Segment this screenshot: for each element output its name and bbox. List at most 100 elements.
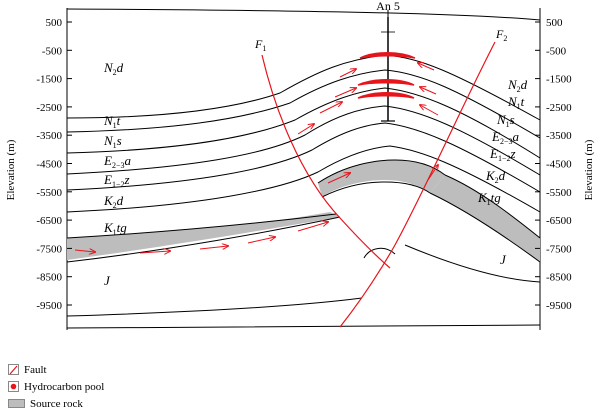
axis-tick-label: -2500 [546,102,572,114]
unit-label-subscript: 2 [113,201,117,210]
unit-label: K2d [485,168,506,185]
unit-label: J [104,273,111,288]
boundary-bottom [66,324,541,329]
unit-label-suffix: a [124,153,131,168]
axis-tick-label: -2500 [36,102,62,114]
unit-label: K1tg [477,190,501,207]
unit-label: K1tg [103,220,127,237]
axis-tick-label: -9500 [546,300,572,312]
unit-label-base: K [103,193,114,208]
migration-arrows [74,63,439,253]
unit-label-base: J [104,273,111,288]
unit-label-subscript: 1 [517,102,521,111]
unit-label-base: N [507,94,518,109]
migration-arrow [427,165,438,181]
axis-tick-label: -500 [546,45,567,57]
unit-label: N1t [507,94,525,111]
unit-label-base: E [489,146,498,161]
unit-label: E2−3a [491,129,519,146]
boundary-8 [66,216,341,263]
fault-legend-icon [8,363,19,375]
legend-fault-label: Fault [24,363,47,376]
right-axis-title: Elevation (m) [583,139,595,200]
boundary-7 [66,213,337,239]
unit-label-base: N [103,60,114,75]
fault-f1-label: F1 [254,37,266,53]
boundary-crest-inner [321,181,431,198]
hydrocarbon-pool-3 [357,92,415,99]
unit-label-base: N [103,113,114,128]
boundary-2 [66,69,541,139]
axis-tick-label: -3500 [546,130,572,142]
right-axis-ticks: 500 -500 -1500 -2500 -3500 -4500 -5500 -6500 -75… [535,17,572,312]
unit-label-base: K [477,190,488,205]
legend-pool: Hydrocarbon pool [8,378,104,395]
axis-tick-label: -1500 [36,74,62,86]
migration-arrow [420,105,439,116]
boundary-top [66,8,541,21]
unit-label-subscript: 1 [487,198,491,207]
source-rock-band-crest [318,160,445,197]
left-axis-ticks: 500-500-1500-2500-3500-4500-5500-6500-75… [36,17,72,312]
left-axis-title: Elevation (m) [5,139,17,200]
axis-tick-label: -6500 [546,215,572,227]
unit-label-subscript: 1 [113,141,117,150]
migration-arrow [297,124,314,135]
unit-label-subscript: 2 [495,176,499,185]
unit-label-subscript: 2 [113,68,117,77]
unit-label-base: K [103,220,114,235]
boundary-1 [66,54,541,121]
source-rock-legend-icon [8,398,25,408]
unit-label-suffix: d [117,193,124,208]
unit-label: N1s [496,112,515,129]
boundary-right-band-top [444,174,541,239]
unit-label-suffix: z [123,172,129,187]
unit-label-base: E [491,129,500,144]
axis-tick-label: -1500 [546,74,572,86]
unit-label-base: N [507,77,518,92]
migration-arrow [297,222,328,232]
axis-tick-label: -7500 [546,243,572,255]
unit-label-suffix: t [521,94,525,109]
migration-arrow [74,250,95,252]
unit-label-suffix: s [510,112,515,127]
fault-f2-letter: F [495,27,504,41]
unit-label: N2d [507,77,528,94]
unit-label-base: N [496,112,507,127]
migration-arrow [334,88,356,98]
boundary-5 [66,122,541,193]
well-label: An 5 [376,0,400,13]
legend-fault: Fault [8,361,104,378]
boundary-6 [66,145,541,213]
unit-label-subscript: 1 [506,120,510,129]
legend-source-label: Source rock [30,397,83,410]
axis-tick-label: -4500 [546,159,572,171]
unit-label-suffix: d [521,77,528,92]
axis-tick-label: -8500 [36,272,62,284]
unit-label-base: K [485,168,496,183]
axis-tick-label: -6500 [36,215,62,227]
unit-label-subscript: 2 [517,85,521,94]
unit-label-subscript: 1 [113,228,117,237]
unit-label: N2d [103,60,124,77]
unit-label-suffix: t [117,113,121,128]
unit-label: N1t [103,113,121,130]
unit-label: K2d [103,193,124,210]
unit-label-base: E [103,172,112,187]
boundary-4 [66,105,541,176]
legend: Fault Hydrocarbon pool Source rock [8,361,104,412]
axis-tick-label: -8500 [546,272,572,284]
source-rock-band-right [430,175,540,262]
axis-tick-label: 500 [546,17,563,29]
unit-label: E1−2z [489,146,516,163]
axis-tick-label: -7500 [36,243,62,255]
axis-tick-label: -5500 [36,187,62,199]
axis-tick-label: -9500 [36,300,62,312]
axis-tick-label: -5500 [546,187,572,199]
unit-label: J [500,252,507,267]
boundary-right-band-bottom [429,192,541,263]
fault-f1 [261,54,391,269]
unit-label-suffix: d [499,168,506,183]
